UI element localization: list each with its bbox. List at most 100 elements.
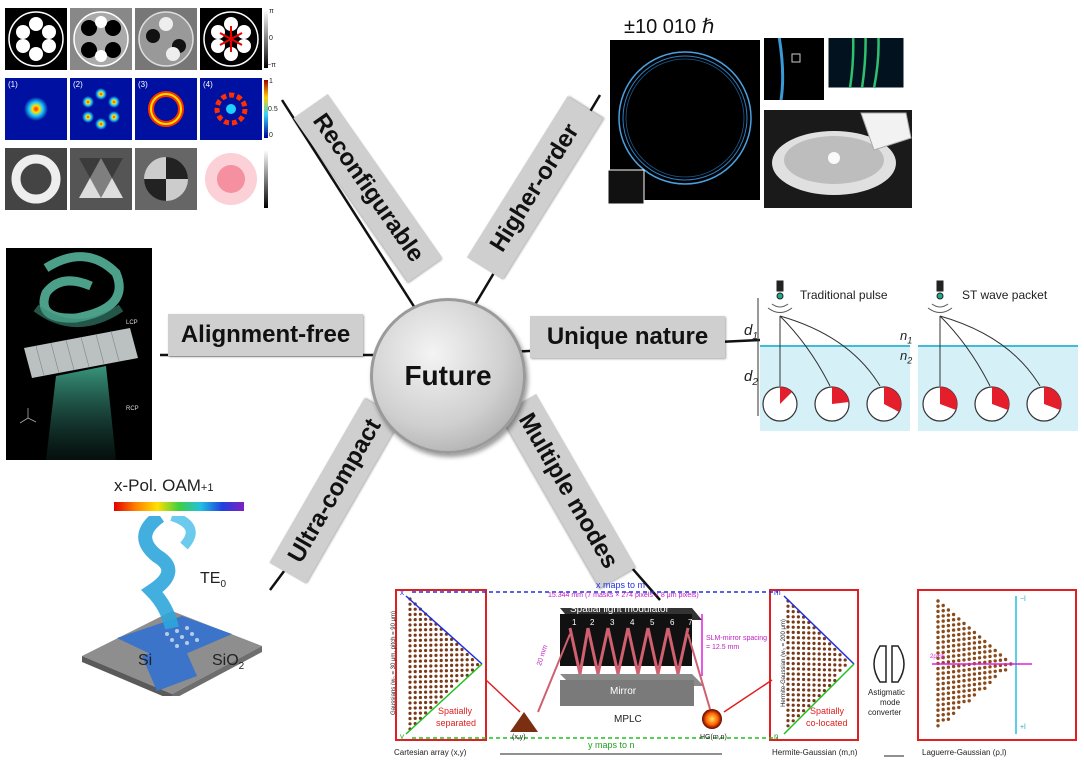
lcp-label: LCP [126,320,138,326]
mode-dot [444,653,448,657]
sio2-label: SiO2 [212,652,244,672]
mode-dot [936,635,940,640]
mode-dot [418,659,422,663]
mode-dot [807,704,811,708]
lg-dot-array [936,599,1013,728]
mode-dot [1003,668,1008,672]
mode-dot [460,653,464,657]
mode-dot [791,662,795,666]
mode-dot [983,676,987,680]
mode-dot [455,679,459,683]
mode-dot [786,713,790,717]
mode-dot [429,706,433,710]
mode-dot [957,669,961,673]
reconfigurable-figure [5,8,268,210]
mode-dot [786,724,790,728]
mode-dot [465,652,469,657]
mode-dot [413,633,417,637]
mode-dot [828,663,832,667]
mode-dot [983,681,987,685]
mode-dot [988,665,992,669]
mode-dot [424,680,428,684]
mode-dot [812,626,816,630]
mode-dot [450,658,454,662]
slm-number-3: 3 [610,618,615,627]
mode-dot [941,650,945,654]
mode-dot [936,682,940,686]
mode-dot [418,675,422,679]
mode-dot [455,674,459,678]
mode-dot [946,655,951,659]
mode-dot [413,659,417,663]
mode-dot [408,670,412,674]
mode-dot [962,694,966,698]
mode-dot [791,693,795,697]
mode-dot [444,663,448,668]
mode-dot [408,654,412,658]
mode-dot [957,705,961,710]
mode-dot [828,652,832,656]
te0-subscript: 0 [220,579,227,591]
mode-dot [429,695,433,699]
mode-dot [828,657,832,662]
mode-dot [936,687,940,692]
slm-number-4: 4 [630,618,635,627]
mode-dot [998,658,1003,662]
mode-dot [439,664,443,668]
mode-dot [817,694,821,698]
mode-dot [796,708,800,713]
mode-dot [941,702,945,706]
mode-dot [418,654,422,658]
mode-dot [413,664,417,668]
mode-dot [424,638,428,642]
mode-dot [434,685,438,689]
mode-dot [796,630,800,635]
mode-dot [936,614,940,619]
row2-label-3: (3) [138,80,148,89]
mode-dot [967,678,971,682]
mode-dot [791,625,795,629]
mode-dot [977,671,982,676]
mode-dot [802,703,806,708]
mode-dot [967,683,971,687]
mode-dot [828,647,832,651]
mode-dot [972,688,977,692]
mode-dot [946,686,951,690]
mode-dot [941,614,945,618]
mode-dot [413,680,417,684]
mode-dot [786,635,790,639]
mode-dot [408,691,412,695]
mode-dot [413,618,417,622]
mode-dot [812,636,816,640]
mode-dot [786,703,790,707]
mode-dot [936,713,940,718]
mode-dot [812,662,816,666]
mode-dot [807,631,811,635]
reconfigurable-panel: (1) (2) (3) (4) π 0 −π 1 0.5 0 [5,8,278,213]
spatially-separated-2: separated [436,718,477,728]
mode-dot [936,666,940,671]
mode-dot [936,640,940,645]
mode-dot [951,633,956,637]
mode-dot [796,688,800,692]
mode-dot [977,635,982,639]
mode-dot [812,652,816,656]
mode-dot [946,701,951,706]
mode-dot [936,625,940,629]
mode-dot [817,688,821,692]
mode-dot [802,667,806,671]
mode-dot [796,667,800,671]
mode-dot [951,649,956,653]
mode-dot [972,656,977,661]
future-hub: Future [370,298,526,454]
mode-dot [822,647,826,651]
mode-dot [786,667,790,671]
mode-dot [796,682,800,687]
mode-dot [791,636,795,640]
mode-dot [951,644,956,648]
mode-dot [957,632,961,637]
mode-dot [833,663,837,667]
mode-dot [962,637,966,641]
mode-dot [434,664,438,668]
mode-dot [962,627,966,631]
